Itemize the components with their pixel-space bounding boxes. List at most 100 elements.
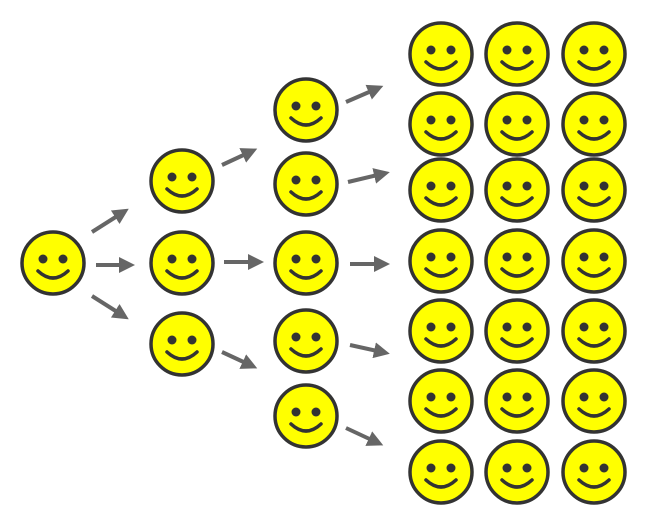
eye <box>522 392 532 402</box>
eye <box>502 45 512 55</box>
eye <box>426 181 436 191</box>
eye <box>426 115 436 125</box>
smiley-face-icon <box>408 157 474 223</box>
smile <box>289 422 323 433</box>
eye <box>522 322 532 332</box>
smiley-face-icon <box>273 383 339 449</box>
arrows <box>90 84 390 446</box>
smiley-face-icon <box>561 228 627 294</box>
smile <box>424 130 458 141</box>
smile <box>165 187 199 198</box>
eye <box>58 254 68 264</box>
smile <box>577 407 611 418</box>
eye <box>599 45 609 55</box>
smiley-face-icon <box>561 157 627 223</box>
smile <box>500 196 534 207</box>
eye <box>522 115 532 125</box>
smile <box>165 350 199 361</box>
eye <box>167 172 177 182</box>
smiley-face-icon <box>149 311 215 377</box>
smile <box>500 267 534 278</box>
eye <box>187 172 197 182</box>
eye <box>187 254 197 264</box>
eye <box>599 115 609 125</box>
eye <box>426 463 436 473</box>
smile <box>289 190 323 201</box>
eye <box>426 392 436 402</box>
smile <box>424 267 458 278</box>
smile <box>424 196 458 207</box>
eye <box>446 392 456 402</box>
arrow-icon <box>349 342 390 359</box>
smiley-face-icon <box>484 368 550 434</box>
eye <box>599 181 609 191</box>
eye <box>502 115 512 125</box>
smiley-face-icon <box>484 91 550 157</box>
smile <box>289 347 323 358</box>
smiley-face-icon <box>408 228 474 294</box>
eye <box>291 254 301 264</box>
arrow-icon <box>347 168 390 184</box>
eye <box>522 252 532 262</box>
eye <box>502 463 512 473</box>
eye <box>311 407 321 417</box>
arrow-icon <box>90 294 129 320</box>
smiley-face-icon <box>561 368 627 434</box>
smile <box>165 269 199 280</box>
smile <box>289 269 323 280</box>
eye <box>426 322 436 332</box>
smiley-face-icon <box>408 21 474 87</box>
eye <box>446 463 456 473</box>
eye <box>446 252 456 262</box>
eye <box>599 252 609 262</box>
eye <box>599 463 609 473</box>
smile <box>424 337 458 348</box>
eye <box>291 175 301 185</box>
eye <box>187 335 197 345</box>
smile <box>500 407 534 418</box>
smile <box>577 196 611 207</box>
eye <box>502 322 512 332</box>
smile <box>424 60 458 71</box>
eye <box>446 181 456 191</box>
eye <box>311 175 321 185</box>
faces <box>20 21 627 505</box>
eye <box>502 392 512 402</box>
eye <box>311 332 321 342</box>
eye <box>311 101 321 111</box>
smile <box>500 130 534 141</box>
eye <box>446 115 456 125</box>
eye <box>291 407 301 417</box>
smiley-face-icon <box>484 439 550 505</box>
smile <box>289 116 323 127</box>
eye <box>579 181 589 191</box>
eye <box>522 463 532 473</box>
eye <box>426 45 436 55</box>
smile <box>577 337 611 348</box>
eye <box>446 45 456 55</box>
smile <box>577 60 611 71</box>
smiley-face-icon <box>149 148 215 214</box>
eye <box>311 254 321 264</box>
smiley-face-icon <box>561 21 627 87</box>
eye <box>522 45 532 55</box>
smile <box>424 407 458 418</box>
smiley-face-icon <box>561 298 627 364</box>
smiley-face-icon <box>273 308 339 374</box>
smile <box>500 60 534 71</box>
smile <box>424 478 458 489</box>
smiley-face-icon <box>408 368 474 434</box>
smiley-face-icon <box>484 298 550 364</box>
smile <box>577 130 611 141</box>
smiley-face-icon <box>484 21 550 87</box>
arrow-icon <box>90 208 129 234</box>
smiley-face-icon <box>273 151 339 217</box>
smile <box>36 269 70 280</box>
eye <box>502 252 512 262</box>
smiley-face-icon <box>408 298 474 364</box>
eye <box>291 101 301 111</box>
arrow-icon <box>221 350 258 369</box>
eye <box>426 252 436 262</box>
arrow-icon <box>345 84 384 104</box>
